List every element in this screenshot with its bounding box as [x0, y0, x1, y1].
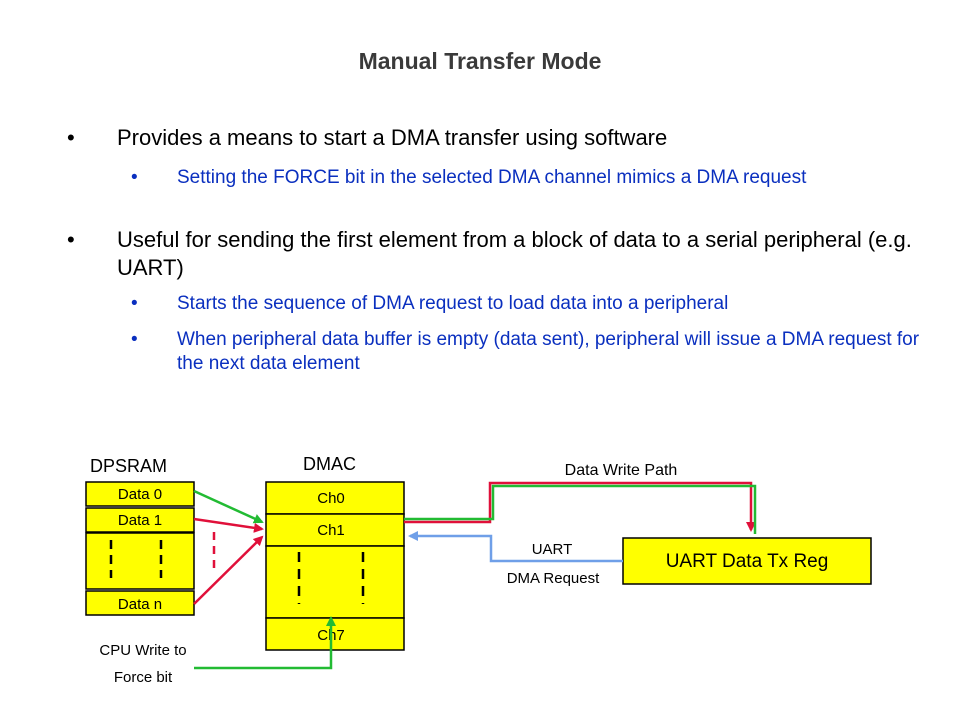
bullet-2-sub-1: • Starts the sequence of DMA request to …	[131, 292, 937, 316]
cpu-write-label-2: Force bit	[114, 669, 173, 686]
dmac-ch0	[265, 481, 405, 515]
dpsram-cell-1-label: Data 1	[118, 512, 162, 529]
bullet-1: • Provides a means to start a DMA transf…	[67, 124, 937, 152]
data-write-path-red	[404, 481, 756, 532]
bullet-1-sub-1: • Setting the FORCE bit in the selected …	[131, 166, 937, 190]
dmac-label: DMAC	[303, 454, 356, 474]
dpsram-cell-0	[85, 481, 195, 507]
bullet-1-text: Provides a means to start a DMA transfer…	[117, 125, 668, 150]
bullet-dot: •	[131, 167, 138, 188]
bullet-2-sub-2-text: When peripheral data buffer is empty (da…	[177, 329, 920, 374]
dmac-ch0-label: Ch0	[317, 490, 345, 507]
arrow-datan-to-ch1	[193, 535, 264, 605]
uart-data-tx-reg	[622, 537, 872, 585]
dmac-ch1-label: Ch1	[317, 522, 345, 539]
uart-request-label-2: DMA Request	[507, 570, 600, 587]
dpsram-cell-middle	[85, 532, 195, 590]
dpsram-cell-1	[85, 507, 195, 533]
bullet-dot: •	[67, 125, 75, 150]
bullet-2-sub-1-text: Starts the sequence of DMA request to lo…	[177, 293, 729, 314]
data-write-path-green	[404, 484, 757, 534]
uart-request-label-1: UART	[532, 541, 573, 558]
dpsram-block: Data 0 Data 1 Data n	[85, 481, 195, 616]
bullet-2-sub-2: • When peripheral data buffer is empty (…	[131, 328, 937, 376]
bullet-2: • Useful for sending the first element f…	[67, 226, 937, 282]
arrow-data1-to-ch1	[193, 517, 264, 533]
arrow-data0-to-ch1	[193, 489, 264, 524]
bullet-1-sub-1-text: Setting the FORCE bit in the selected DM…	[177, 167, 807, 188]
data-write-path-label: Data Write Path	[565, 462, 678, 479]
dmac-block: Ch0 Ch1 Ch7	[265, 481, 405, 651]
dpsram-cell-0-label: Data 0	[118, 486, 162, 503]
uart-data-tx-reg-label: UART Data Tx Reg	[666, 551, 829, 572]
dmac-middle	[265, 545, 405, 619]
bullet-2-text: Useful for sending the first element fro…	[117, 227, 912, 280]
slide-title: Manual Transfer Mode	[358, 48, 602, 74]
dmac-ch1	[265, 513, 405, 547]
uart-dma-request-arrow	[408, 531, 623, 563]
bullet-dot: •	[131, 293, 138, 314]
dpsram-cell-n-label: Data n	[118, 596, 162, 613]
cpu-write-force-arrow	[194, 616, 336, 670]
bullet-dot: •	[131, 329, 138, 350]
cpu-write-label-1: CPU Write to	[99, 642, 186, 659]
bullet-dot: •	[67, 227, 75, 252]
dpsram-label: DPSRAM	[90, 456, 167, 476]
dpsram-cell-n	[85, 590, 195, 616]
